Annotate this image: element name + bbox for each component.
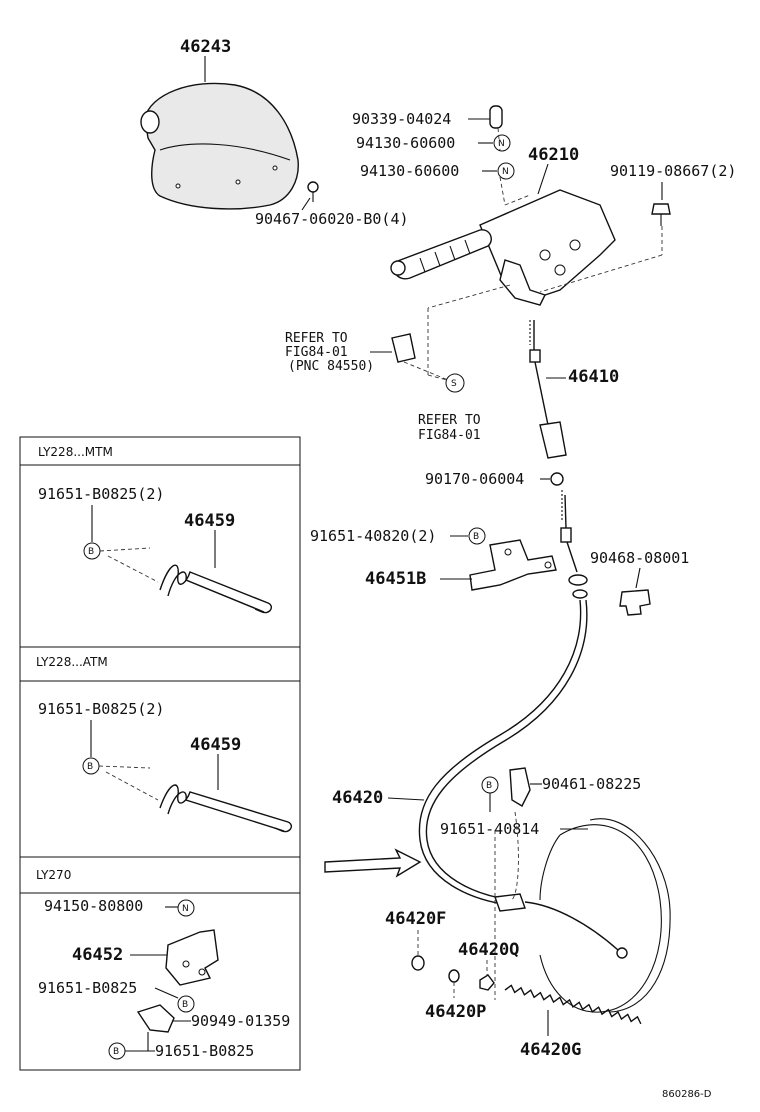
part-46420f[interactable] [411,955,425,971]
label-46451b: 46451B [365,569,426,589]
label-46420g: 46420G [520,1040,581,1060]
panel-2-bolt-label: 91651-B0825(2) [38,700,164,718]
nut-mark-n-1: N [493,134,511,152]
label-90170: 90170-06004 [425,470,524,488]
s-mark: S [445,373,465,393]
panel-2-part-label: 46459 [190,735,241,755]
spring-46420g[interactable] [504,984,642,1025]
panel-3-bolt-a-mark-b: B [177,995,195,1013]
wire-46459-atm[interactable] [159,784,292,833]
clip-90949[interactable] [136,1004,175,1033]
nut-mark-n-2: N [497,162,515,180]
part-46420q[interactable] [479,974,495,991]
bracket-46451b[interactable] [469,539,557,591]
part-46420p[interactable] [448,969,460,983]
panel-3-part-label: 46452 [72,945,123,965]
refer-1-line-3: (PNC 84550) [288,359,374,374]
label-94130-b: 94130-60600 [360,162,459,180]
svg-text:S: S [451,379,457,389]
refer-1-line-2[interactable]: FIG84-01 [285,345,348,360]
brake-drum [494,811,671,1013]
clip-90468[interactable] [619,589,651,616]
cap-90339[interactable] [489,105,503,129]
svg-text:B: B [486,781,492,791]
panel-3-bolt-b-mark-b: B [108,1042,126,1060]
label-46410: 46410 [568,367,619,387]
panel-3-bolt-b-label: 91651-B0825 [155,1042,254,1060]
variant-panels [19,436,301,1071]
bolt-90119[interactable] [651,203,671,226]
label-46210: 46210 [528,145,579,165]
label-90467: 90467-06020-B0(4) [255,210,409,228]
svg-text:B: B [113,1047,119,1057]
clip-fig84[interactable] [391,333,416,363]
refer-2-line-2[interactable]: FIG84-01 [418,428,481,443]
label-46420: 46420 [332,788,383,808]
label-90339: 90339-04024 [352,110,451,128]
bolt-mark-b-2: B [481,776,499,794]
panel-1-bolt-mark-b: B [83,542,101,560]
panel-3-clip-label: 90949-01359 [191,1012,290,1030]
label-46420p: 46420P [425,1002,486,1022]
panel-1-header: LY228...MTM [38,445,113,459]
svg-text:B: B [182,1000,188,1010]
diagram-code: 860286-D [662,1089,712,1100]
panel-3-bolt-a-label: 91651-B0825 [38,979,137,997]
svg-text:B: B [88,547,94,557]
label-90119: 90119-08667(2) [610,162,736,180]
label-46420f: 46420F [385,909,446,929]
label-90461: 90461-08225 [542,775,641,793]
direction-arrow [324,848,422,878]
label-46420q: 46420Q [458,940,519,960]
label-91651-40814: 91651-40814 [440,820,539,838]
panel-1-bolt-label: 91651-B0825(2) [38,485,164,503]
svg-text:N: N [182,904,189,914]
panel-2-bolt-mark-b: B [82,757,100,775]
panel-2-header: LY228...ATM [36,655,108,669]
svg-text:N: N [498,139,505,149]
bolt-mark-b-1: B [468,527,486,545]
panel-1-part-label: 46459 [184,511,235,531]
rod-46410[interactable] [529,320,567,459]
parking-lever-46210[interactable] [390,189,616,306]
refer-1-line-1: REFER TO [285,331,348,346]
label-94130-a: 94130-60600 [356,134,455,152]
svg-text:N: N [502,167,509,177]
clip-90461[interactable] [509,767,531,807]
wire-46459-mtm[interactable] [159,564,272,614]
lever-cover-46243[interactable] [140,82,299,210]
svg-text:B: B [87,762,93,772]
svg-text:B: B [473,532,479,542]
bracket-46452[interactable] [165,929,219,986]
label-46243: 46243 [180,37,231,57]
screw-90467[interactable] [307,181,319,202]
refer-2-line-1: REFER TO [418,413,481,428]
nut-90170[interactable] [550,472,564,486]
label-91651-40820: 91651-40820(2) [310,527,436,545]
label-90468: 90468-08001 [590,549,689,567]
cable-46420[interactable] [418,490,628,959]
panel-3-header: LY270 [36,868,71,882]
panel-3-nut-mark-n: N [177,899,195,917]
panel-3-nut-label: 94150-80800 [44,897,143,915]
